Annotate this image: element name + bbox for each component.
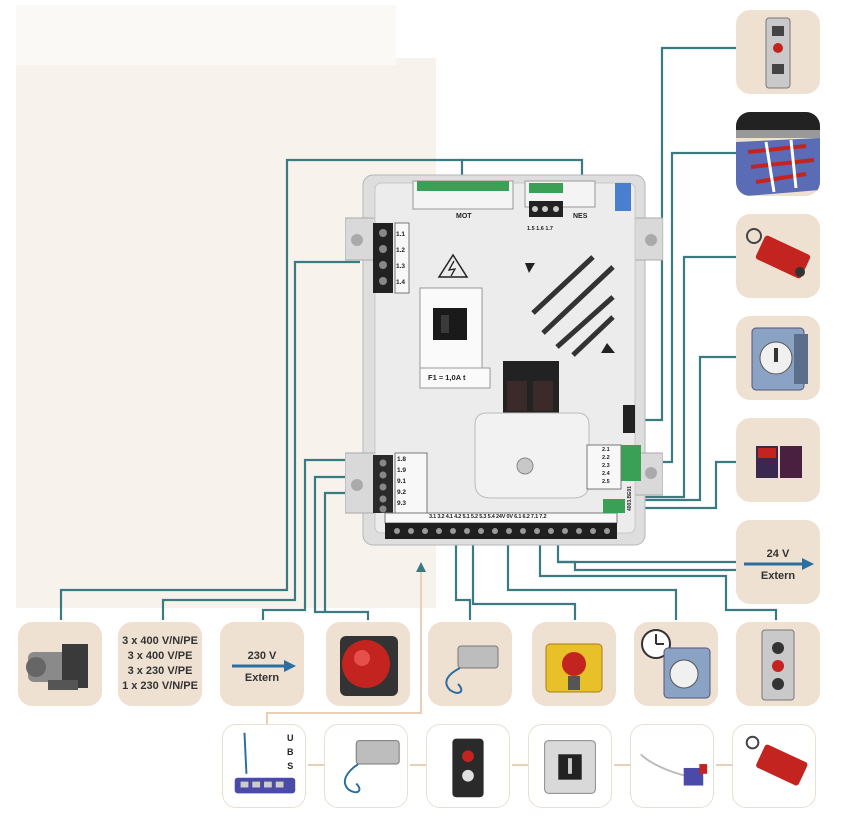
control-board: MOT NES 1.5 1.6 1.7 1.1 1.2 1.3 1.4 F1 =… <box>344 173 664 553</box>
terminal-1-3: 1.3 <box>396 263 406 270</box>
tile-pull-switch[interactable] <box>736 214 820 298</box>
emergency-stop-mushroom-icon <box>340 636 398 696</box>
ubs-letter-s: S <box>287 761 294 771</box>
ubs-letter-u: U <box>287 733 294 743</box>
wire-supply <box>161 260 360 620</box>
wire-photo-eye <box>612 460 738 510</box>
pull-cord-icon <box>745 735 808 786</box>
terminal-2-3: 2.3 <box>602 463 610 469</box>
tile-emergency-mushroom[interactable] <box>326 622 410 706</box>
tile-24v-extern[interactable]: 24 V Extern <box>736 520 820 604</box>
terminal-9-1: 9.1 <box>397 478 407 485</box>
tile-two-button[interactable] <box>426 724 510 808</box>
terminal-2-5: 2.5 <box>602 479 610 485</box>
wire-radio <box>454 540 472 620</box>
tile-emergency-yellow[interactable] <box>532 622 616 706</box>
arrow-right-icon <box>744 558 814 570</box>
radio-receiver-icon <box>445 645 499 694</box>
key-box-icon <box>544 740 596 794</box>
extern-230v-label: Extern <box>244 672 280 684</box>
tile-230v-extern[interactable]: 230 V Extern <box>220 622 304 706</box>
cable-photo-eye-icon <box>640 753 708 786</box>
wire-24v-b <box>558 560 738 572</box>
bus-arrow <box>416 562 426 572</box>
safety-edge-icon <box>736 112 820 196</box>
terminal-9-3: 9.3 <box>397 500 407 507</box>
extern-230v-voltage: 230 V <box>247 650 277 662</box>
wire-pushbutton <box>538 540 778 620</box>
tile-pull-cord[interactable] <box>732 724 816 808</box>
terminal-2-4: 2.4 <box>602 471 610 477</box>
tile-pushbutton-station[interactable] <box>736 622 820 706</box>
tile-door-panel[interactable] <box>736 10 820 94</box>
tile-safety-edge[interactable] <box>736 112 820 196</box>
ubs-letter-b: B <box>287 747 294 757</box>
terminal-1-2: 1.2 <box>396 247 406 254</box>
wire-yellow-stop <box>471 540 577 620</box>
radio-module-icon <box>344 740 400 794</box>
arrow-right-icon <box>232 660 296 672</box>
supply-line-3: 3 x 230 V/PE <box>127 665 193 677</box>
tile-key-box[interactable] <box>528 724 612 808</box>
tile-ubs[interactable]: U B S <box>222 724 306 808</box>
tile-supply: 3 x 400 V/N/PE 3 x 400 V/PE 3 x 230 V/PE… <box>118 622 202 706</box>
wire-mushroom <box>313 475 378 620</box>
photo-eye-icon <box>756 446 802 478</box>
fuse-label: F1 = 1,0A t <box>428 373 466 382</box>
terminal-1-8: 1.8 <box>397 456 407 463</box>
extern-24v-voltage: 24 V <box>766 548 790 560</box>
ubs-bus-icon <box>234 732 296 794</box>
tile-radio-module[interactable] <box>324 724 408 808</box>
terminal-2-2: 2.2 <box>602 455 610 461</box>
motor-icon <box>26 644 88 690</box>
tile-photo-eye[interactable] <box>736 418 820 502</box>
wire-motor <box>59 158 464 620</box>
key-switch-icon <box>751 327 808 391</box>
terminal-1-4: 1.4 <box>396 279 406 286</box>
tile-timer-switch[interactable] <box>634 622 718 706</box>
terminal-2-1: 2.1 <box>602 447 610 453</box>
extern-24v-label: Extern <box>760 570 796 582</box>
pull-switch-icon <box>746 228 811 279</box>
push-button-station-icon <box>761 629 795 701</box>
tile-radio-receiver[interactable] <box>428 622 512 706</box>
bottom-terminals: 3.1 3.2 4.1 4.2 5.1 5.2 5.3 5.4 24V 0V 6… <box>429 514 547 520</box>
two-button-icon <box>452 738 484 798</box>
terminal-1-9: 1.9 <box>397 467 407 474</box>
supply-line-1: 3 x 400 V/N/PE <box>122 635 198 647</box>
supply-line-2: 3 x 400 V/PE <box>127 650 193 662</box>
emergency-stop-yellow-icon <box>545 643 603 693</box>
tile-key-switch[interactable] <box>736 316 820 400</box>
wire-accessory-bus <box>266 570 422 724</box>
door-key-panel-icon <box>765 17 791 89</box>
tile-motor[interactable] <box>18 622 102 706</box>
board-code: 4003.BE01 <box>627 485 633 511</box>
timer-switch-icon <box>641 629 711 699</box>
nes-terminals: 1.5 1.6 1.7 <box>527 226 553 232</box>
background-panel-top <box>16 5 396 65</box>
terminal-1-1: 1.1 <box>396 231 406 238</box>
wire-timer <box>506 540 678 620</box>
mot-label: MOT <box>456 213 472 220</box>
supply-line-4: 1 x 230 V/N/PE <box>122 680 198 692</box>
wire-230v <box>261 458 378 620</box>
terminal-9-2: 9.2 <box>397 489 407 496</box>
tile-cable-photo-eye[interactable] <box>630 724 714 808</box>
nes-label: NES <box>573 213 588 220</box>
